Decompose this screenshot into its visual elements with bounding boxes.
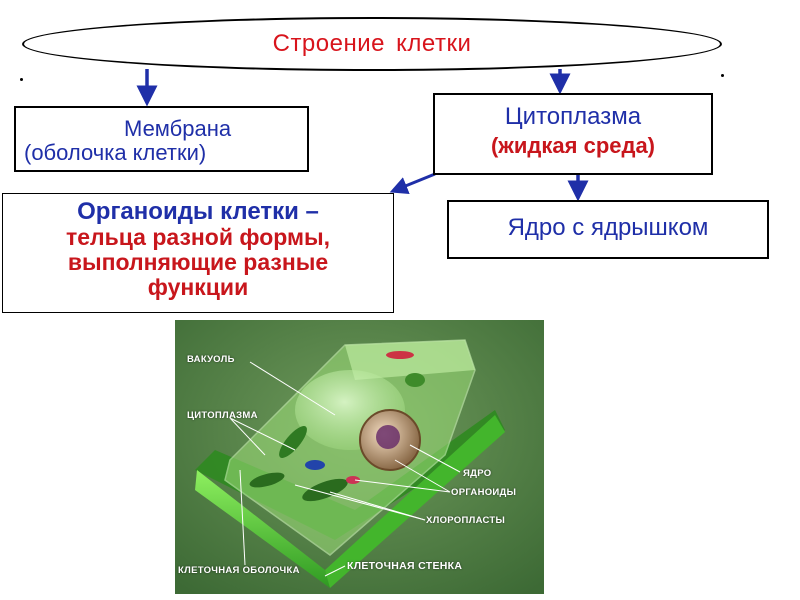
label-nucleus: ЯДРО: [463, 468, 492, 479]
arrow-to-organoids: [389, 172, 436, 194]
plant-cell-drawing: [175, 320, 544, 594]
cell-top-face: [345, 340, 475, 380]
cell-wall-front: [195, 470, 330, 588]
cytoplasm-subtitle: (жидкая среда): [490, 133, 656, 158]
cytoplasm-box: Цитоплазма (жидкая среда): [433, 93, 713, 175]
label-organoids: ОРГАНОИДЫ: [451, 487, 517, 498]
membrane-box: Мембрана (оболочка клетки): [14, 106, 309, 172]
leader-lines: [229, 361, 461, 577]
label-cytoplasm: ЦИТОПЛАЗМА: [187, 410, 258, 421]
decor-dot: [20, 78, 23, 81]
chloroplast: [279, 426, 307, 458]
title-ellipse: Строение клетки: [22, 17, 722, 71]
chloroplast: [249, 472, 285, 488]
organoids-box: Органоиды клетки – тельца разной формы, …: [2, 193, 394, 313]
label-vacuole: ВАКУОЛЬ: [187, 354, 235, 365]
cytoplasm-title: Цитоплазма: [504, 103, 642, 130]
plant-cell-illustration: ВАКУОЛЬ ЦИТОПЛАЗМА ЯДРО ОРГАНОИДЫ ХЛОРОП…: [175, 320, 544, 594]
organoids-desc-line: тельца разной формы,: [65, 224, 331, 250]
nucleus-label: Ядро с ядрышком: [507, 214, 709, 241]
label-cell-wall: КЛЕТОЧНАЯ СТЕНКА: [347, 560, 463, 572]
chloroplast: [302, 478, 348, 502]
organoids-desc-line: функции: [147, 274, 249, 300]
organelle: [346, 476, 360, 484]
label-cell-membrane: КЛЕТОЧНАЯ ОБОЛОЧКА: [178, 565, 300, 576]
organelle: [386, 351, 414, 359]
membrane-title: Мембрана: [124, 116, 232, 141]
organoids-desc-line: выполняющие разные: [67, 249, 329, 275]
diagram-title: Строение клетки: [272, 30, 472, 57]
cell-wall-right: [325, 415, 505, 588]
decor-dot: [721, 74, 724, 77]
nucleus-box: Ядро с ядрышком: [447, 200, 769, 259]
membrane-subtitle: (оболочка клетки): [24, 140, 207, 165]
organoids-title: Органоиды клетки –: [77, 198, 319, 225]
nucleolus: [376, 425, 400, 449]
organelle: [305, 460, 325, 470]
label-chloroplasts: ХЛОРОПЛАСТЫ: [426, 515, 506, 526]
organelle: [405, 373, 425, 387]
